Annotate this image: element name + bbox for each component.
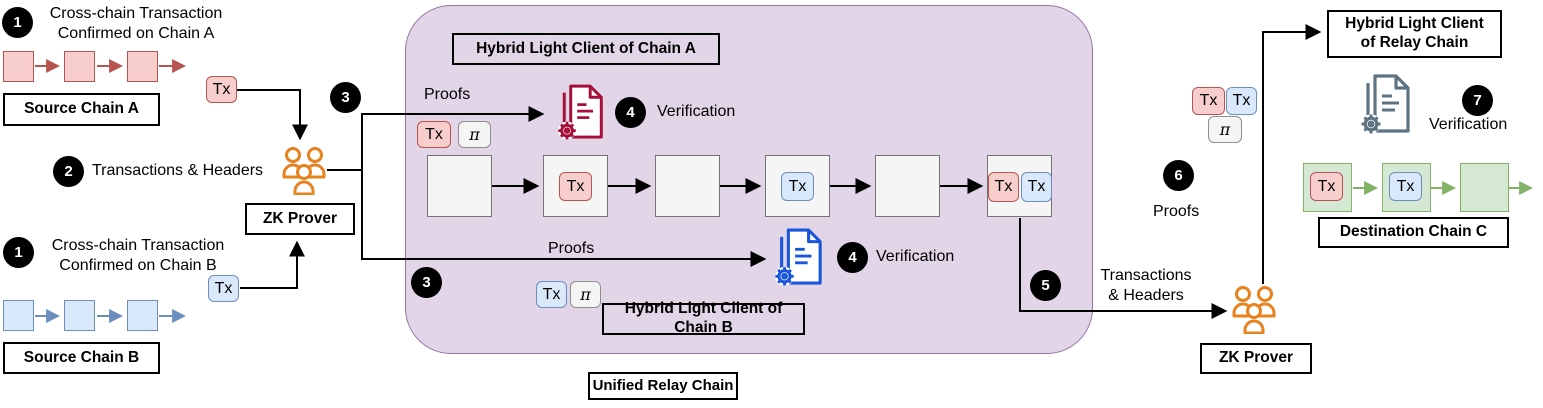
destination-chain-c-label: Destination Chain C bbox=[1318, 217, 1509, 248]
unified-relay-chain-label: Unified Relay Chain bbox=[588, 372, 738, 400]
tx-chip-chain-a: Tx bbox=[206, 76, 237, 103]
tx-chip-chain-b: Tx bbox=[208, 275, 239, 302]
verification-doc-gear-icon-red bbox=[555, 82, 605, 144]
chain-a-block-3 bbox=[127, 51, 158, 82]
tx-chip-chain-c-blue: Tx bbox=[1389, 172, 1422, 201]
chain-b-caption-line2: Confirmed on Chain B bbox=[59, 257, 217, 274]
verification-label-top: Verification bbox=[657, 103, 736, 120]
chain-b-block-3 bbox=[127, 300, 158, 331]
tx-chip-relay-block-2: Tx bbox=[559, 172, 592, 201]
step-badge-5: 5 bbox=[1030, 270, 1061, 301]
chain-a-block-2 bbox=[64, 51, 95, 82]
step-badge-3-top: 3 bbox=[330, 82, 361, 113]
proofs-label-bottom: Proofs bbox=[548, 240, 595, 257]
relay-block-5 bbox=[875, 155, 940, 217]
hybrid-light-client-chain-a-label: Hybrid Light Client of Chain A bbox=[452, 33, 720, 65]
pi-chip-proof-b: π bbox=[570, 281, 601, 308]
transactions-headers-left-label: Transactions & Headers bbox=[92, 162, 264, 179]
verification-label-right: Verification bbox=[1429, 116, 1508, 133]
step-badge-2: 2 bbox=[53, 156, 84, 187]
relay-block-2 bbox=[543, 155, 608, 217]
chain-a-caption-line2: Confirmed on Chain A bbox=[57, 25, 215, 42]
tx-chip-chain-c-red: Tx bbox=[1310, 172, 1343, 201]
tx-chip-proof-a: Tx bbox=[417, 121, 451, 148]
relay-block-3 bbox=[655, 155, 720, 217]
chain-b-caption-line1: Cross-chain Transaction bbox=[51, 237, 225, 254]
step-badge-3-bottom: 3 bbox=[411, 267, 442, 298]
verification-doc-gear-icon-slate bbox=[1358, 73, 1412, 137]
pi-chip-proof-a: π bbox=[458, 121, 491, 148]
zk-prover-people-icon-left bbox=[281, 145, 327, 195]
tx-chip-relay-block-6-blue: Tx bbox=[1021, 172, 1052, 202]
transactions-right-line1: Transactions bbox=[1100, 267, 1192, 284]
source-chain-a-label: Source Chain A bbox=[3, 93, 160, 126]
transactions-headers-right-label: Transactions & Headers bbox=[1090, 266, 1202, 306]
tx-chip-proof-b: Tx bbox=[536, 281, 567, 308]
verification-doc-gear-icon-blue bbox=[772, 227, 824, 289]
chain-a-block-1 bbox=[3, 51, 34, 82]
hybrid-light-client-chain-b-label: Hybrid Light Client of Chain B bbox=[602, 300, 805, 336]
chain-a-caption-line1: Cross-chain Transaction bbox=[49, 5, 223, 22]
tx-chip-right-red: Tx bbox=[1192, 87, 1225, 115]
zk-prover-people-icon-right bbox=[1231, 284, 1277, 334]
step-badge-7: 7 bbox=[1462, 85, 1493, 116]
hlc-relay-line2: of Relay Chain bbox=[1360, 34, 1469, 51]
step-badge-6: 6 bbox=[1163, 160, 1194, 191]
hlc-relay-line1: Hybrid Light Client bbox=[1345, 15, 1484, 33]
proofs-label-right: Proofs bbox=[1153, 203, 1200, 220]
relay-block-1 bbox=[427, 155, 492, 217]
step-badge-4-top: 4 bbox=[615, 97, 646, 128]
chain-b-block-2 bbox=[64, 300, 95, 331]
step-badge-1a: 1 bbox=[2, 7, 33, 38]
source-chain-b-label: Source Chain B bbox=[3, 342, 160, 374]
transactions-right-line2: & Headers bbox=[1108, 287, 1184, 304]
tx-chip-relay-block-6-red: Tx bbox=[988, 172, 1019, 202]
tx-chip-relay-block-4: Tx bbox=[781, 172, 814, 201]
chain-b-block-1 bbox=[3, 300, 34, 331]
proofs-label-top: Proofs bbox=[424, 86, 471, 103]
zk-prover-box-right: ZK Prover bbox=[1200, 343, 1312, 374]
step-badge-4-bottom: 4 bbox=[837, 242, 868, 273]
tx-chip-right-blue: Tx bbox=[1226, 87, 1257, 115]
verification-label-bottom: Verification bbox=[876, 248, 955, 265]
zk-prover-box-left: ZK Prover bbox=[245, 203, 355, 235]
pi-chip-right: π bbox=[1208, 116, 1242, 143]
step-badge-1b: 1 bbox=[3, 237, 34, 268]
chain-c-block-3 bbox=[1460, 163, 1509, 212]
